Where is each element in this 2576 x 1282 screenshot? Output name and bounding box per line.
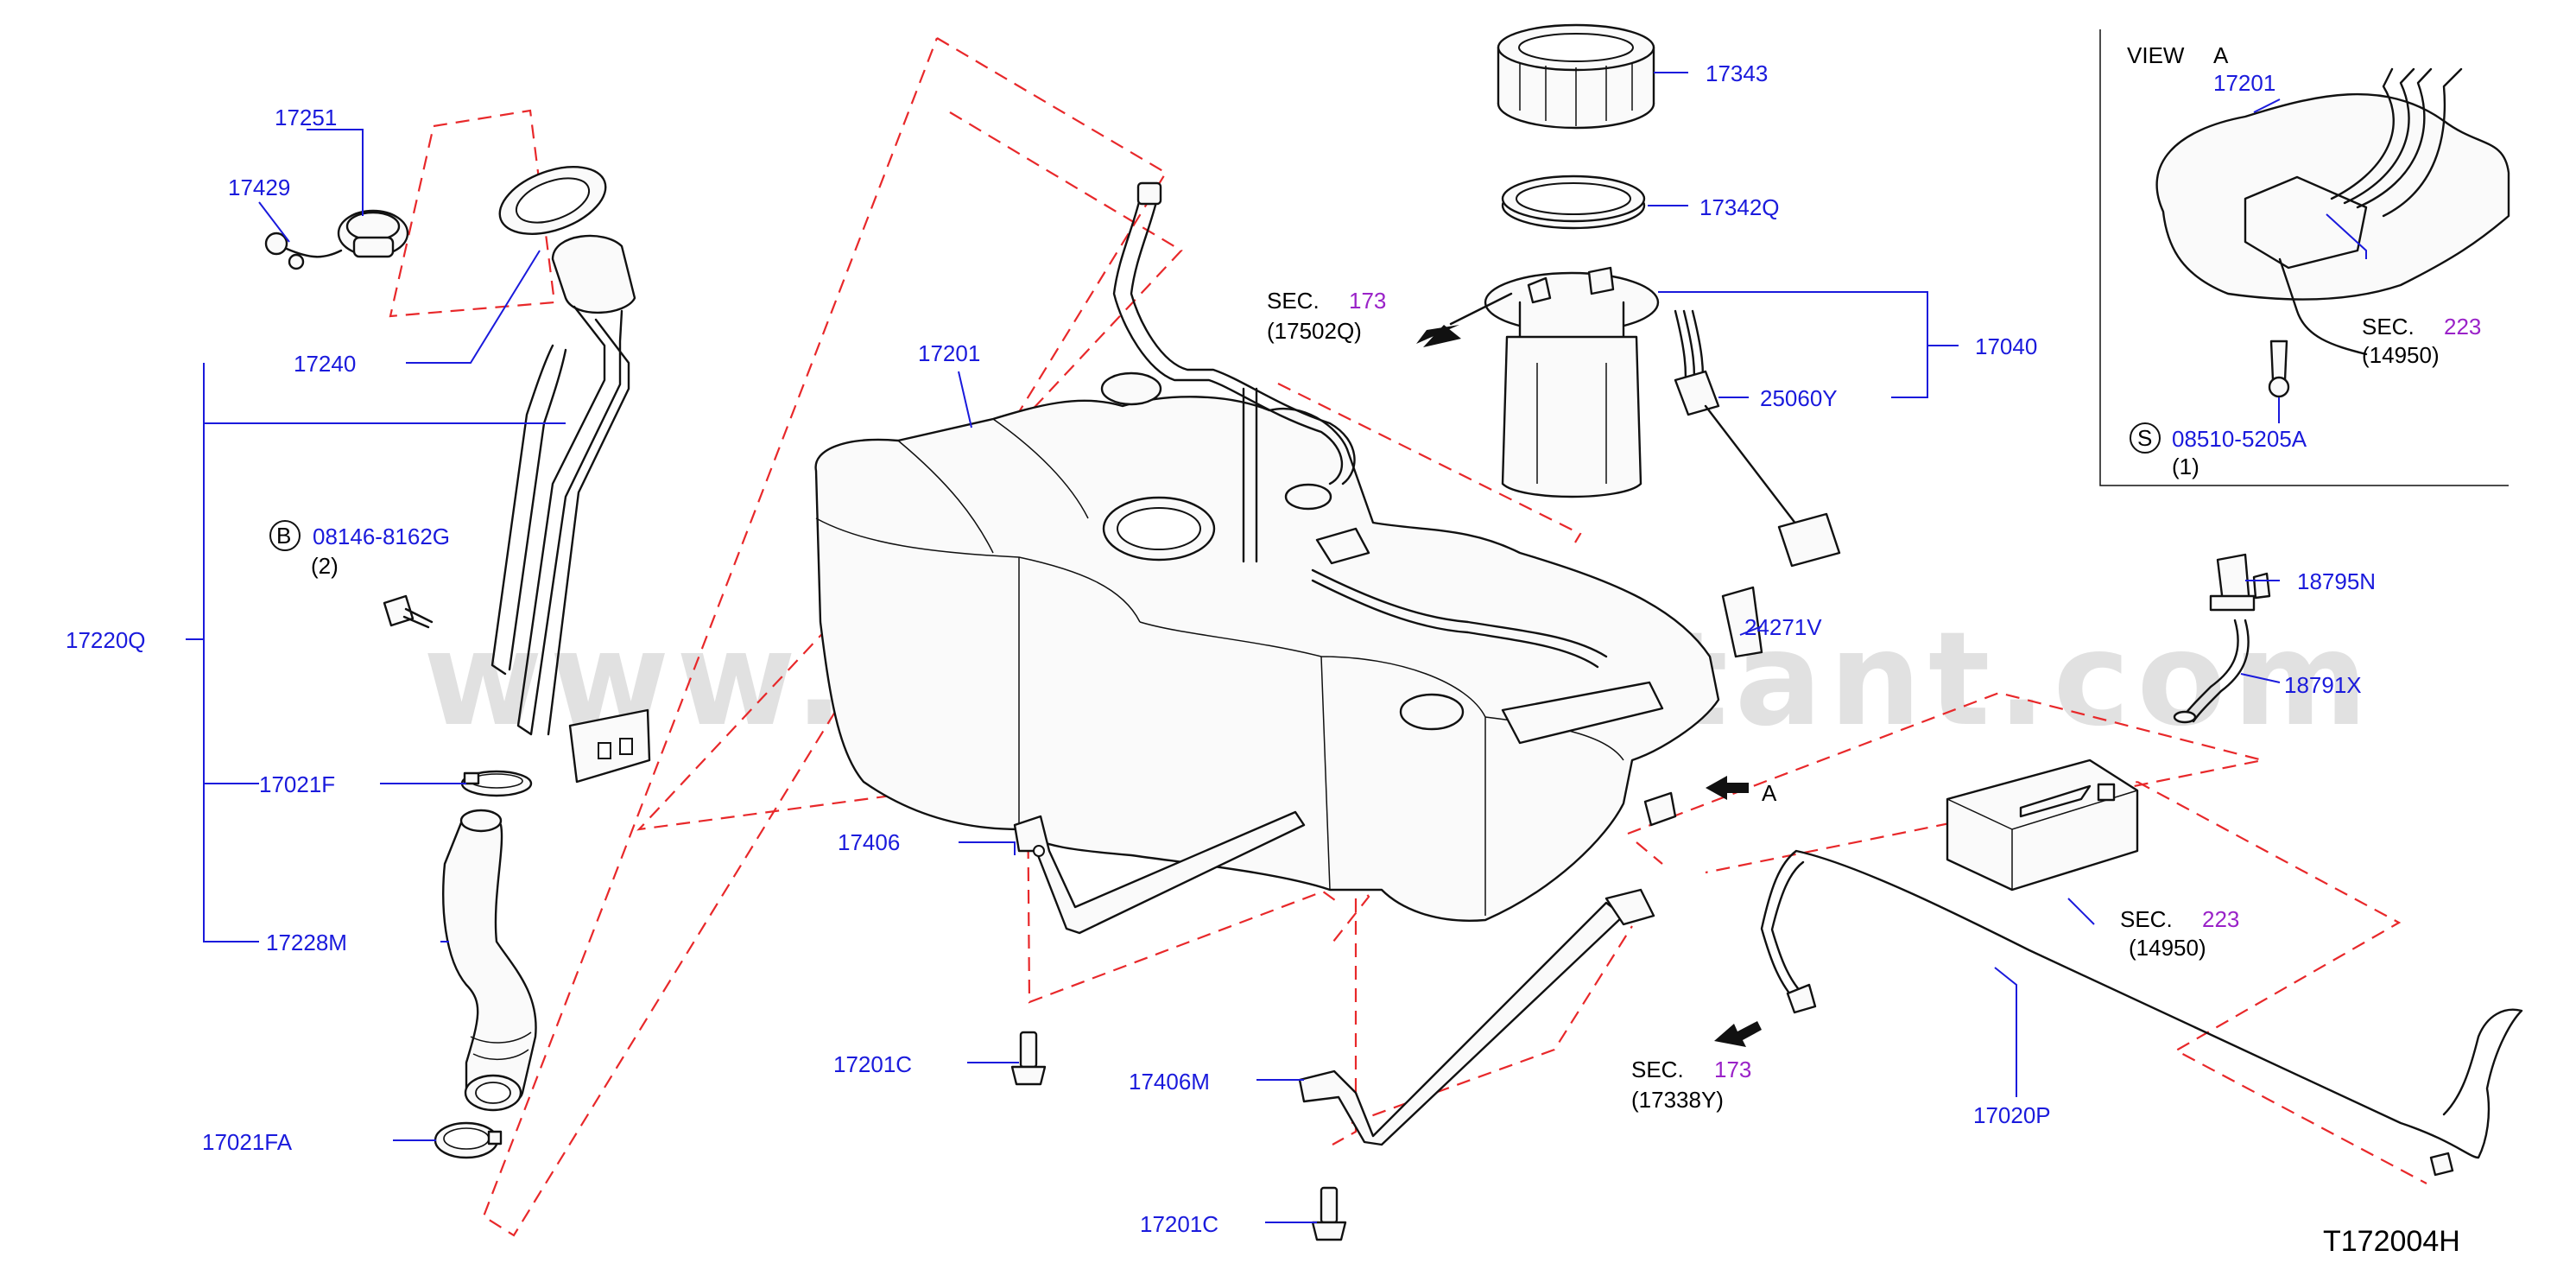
diagram-code: T172004H xyxy=(2323,1225,2460,1258)
svg-text:(17338Y): (17338Y) xyxy=(1631,1087,1724,1113)
label-18791x: 18791X xyxy=(2284,672,2362,698)
leader-lines xyxy=(186,72,2367,1223)
svg-text:223: 223 xyxy=(2202,906,2239,932)
svg-text:(17502Q): (17502Q) xyxy=(1267,318,1362,344)
view-a-bolt xyxy=(2269,340,2288,382)
vent-valve-18795N xyxy=(2209,553,2271,612)
label-17201-tank: 17201 xyxy=(918,340,980,366)
label-17021f: 17021F xyxy=(259,771,335,797)
cap-tether-icon xyxy=(264,232,288,256)
label-17220q: 17220Q xyxy=(66,627,146,653)
sec-ref-173-17338y: SEC. 173 (17338Y) xyxy=(1631,1057,1751,1113)
label-17201c-a: 17201C xyxy=(833,1051,912,1077)
label-17020p: 17020P xyxy=(1973,1102,2051,1128)
label-24271v: 24271V xyxy=(1744,614,1822,640)
label-17040: 17040 xyxy=(1975,333,2037,359)
sec-ref-173-17502q: SEC. 173 (17502Q) xyxy=(1267,288,1386,344)
label-08146-qty: (2) xyxy=(311,553,339,579)
label-17406: 17406 xyxy=(838,829,900,855)
view-a-hose xyxy=(2278,257,2368,356)
symbol-b: B xyxy=(276,523,291,549)
sec-ref-223-view-a: SEC. 223 (14950) xyxy=(2362,314,2481,368)
vent-line-17020P xyxy=(1760,849,2523,1177)
view-a-title-view: VIEW xyxy=(2127,42,2185,68)
sec-173-outlet-arrow-icon xyxy=(1714,1021,1762,1047)
view-a-tank-body xyxy=(2155,92,2510,301)
bolt-08146-icon xyxy=(383,594,434,629)
view-a-bracket xyxy=(2244,175,2368,270)
view-a-inset: VIEW A xyxy=(2099,29,2510,486)
svg-text:223: 223 xyxy=(2444,314,2481,340)
strap-bolt-icon xyxy=(1010,1031,1047,1086)
label-17240: 17240 xyxy=(294,351,356,377)
symbol-s: S xyxy=(2137,425,2152,451)
svg-text:(14950): (14950) xyxy=(2129,935,2206,961)
view-a-tubes xyxy=(2330,67,2463,218)
symbol-b-circle xyxy=(269,520,301,551)
filler-cap-group xyxy=(264,209,409,270)
label-17251: 17251 xyxy=(275,105,337,130)
strap-bolt-lower-icon xyxy=(1311,1186,1347,1241)
svg-text:SEC.: SEC. xyxy=(2362,314,2415,340)
label-17429: 17429 xyxy=(228,175,290,200)
svg-text:SEC.: SEC. xyxy=(1631,1057,1684,1082)
fuel-level-sensor-icon xyxy=(1674,370,1720,416)
symbol-s-circle xyxy=(2130,422,2161,454)
vent-pipe xyxy=(1112,197,1343,486)
view-a-arrow-icon xyxy=(1706,776,1749,800)
tank-strap-17406 xyxy=(1013,810,1306,935)
filler-tube xyxy=(516,305,623,736)
label-17343: 17343 xyxy=(1706,60,1768,86)
label-17406m: 17406M xyxy=(1129,1069,1210,1095)
view-a-bolt-head xyxy=(2268,376,2290,398)
label-18795n: 18795N xyxy=(2297,568,2376,594)
breather-tube xyxy=(491,344,554,676)
evap-canister-icon xyxy=(1946,758,2139,892)
view-a-arrow-label: A xyxy=(1762,780,1777,806)
filler-neck-head xyxy=(551,234,636,314)
label-17342q: 17342Q xyxy=(1699,194,1780,220)
hose-clamp-lower-icon xyxy=(434,1121,503,1159)
svg-text:173: 173 xyxy=(1349,288,1386,314)
fuel-tank-17201 xyxy=(814,181,1763,922)
svg-text:173: 173 xyxy=(1714,1057,1751,1082)
label-08146-8162g: 08146-8162G xyxy=(313,524,450,549)
vent-hose-18791X xyxy=(2173,619,2250,724)
svg-text:(14950): (14950) xyxy=(2362,342,2440,368)
fuel-pump-assembly xyxy=(1416,23,1841,568)
label-17228m: 17228M xyxy=(266,930,347,955)
svg-text:SEC.: SEC. xyxy=(2120,906,2173,932)
label-17201c-b: 17201C xyxy=(1140,1211,1218,1237)
svg-text:SEC.: SEC. xyxy=(1267,288,1320,314)
label-17201-view: 17201 xyxy=(2213,70,2275,96)
filler-hose-icon xyxy=(442,809,537,1112)
label-08510-5205a: 08510-5205A xyxy=(2172,426,2307,452)
label-08510-qty: (1) xyxy=(2172,454,2199,479)
view-a-title-letter: A xyxy=(2213,42,2229,68)
filler-neck-group xyxy=(491,166,651,784)
hose-clamp-icon xyxy=(460,770,533,797)
tank-strap-17406M xyxy=(1298,888,1655,1146)
sec-ref-223-canister: SEC. 223 (14950) xyxy=(2120,906,2239,961)
label-17021fa: 17021FA xyxy=(202,1129,293,1155)
label-25060y: 25060Y xyxy=(1760,385,1838,411)
